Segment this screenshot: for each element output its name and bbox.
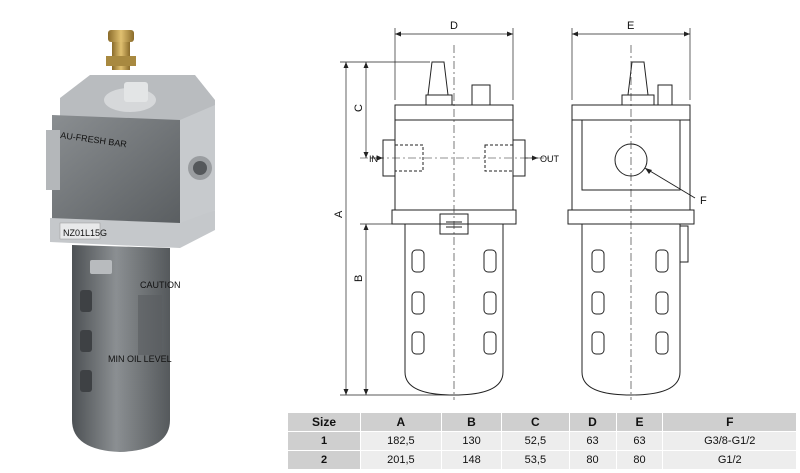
bowl: MIN OIL LEVEL CAUTION [72,245,181,452]
main-body: AU-FRESH BAR [46,105,215,225]
col-d-header: D [568,412,617,432]
col-c-header: C [501,412,570,432]
table-cell: 63 [568,431,617,451]
label-e: E [627,20,634,32]
label-f: F [700,195,707,207]
technical-drawing: D E A B C F IN OUT [333,20,707,400]
table-cell: 182,5 [360,431,442,451]
table-header-row: Size A B C D E F [287,412,797,432]
dimension-table: Size A B C D E F 1 182,5 130 52,5 63 63 … [287,412,797,470]
label-out: OUT [540,154,560,164]
dimension-lines [340,28,691,396]
warning-marking: CAUTION [140,280,181,290]
col-size-header: Size [287,412,361,432]
table-cell: 201,5 [360,450,442,470]
table-cell: 80 [568,450,617,470]
base-ring: NZ01L15G [50,210,215,248]
top-cap [60,75,215,125]
brass-fitting [106,30,136,70]
table-cell: 148 [440,450,503,470]
table-row: 1 182,5 130 52,5 63 63 G3/8-G1/2 [287,431,797,451]
table-cell: 52,5 [501,431,570,451]
col-e-header: E [615,412,664,432]
table-cell: 1 [287,431,361,451]
model-plate: NZ01L15G [63,228,107,238]
table-cell: 63 [615,431,664,451]
oil-level-marking: MIN OIL LEVEL [108,354,172,364]
side-view [567,45,696,400]
table-row: 2 201,5 148 53,5 80 80 G1/2 [287,450,797,470]
label-in: IN [369,154,378,164]
front-view [360,45,550,400]
table-cell: G1/2 [662,450,797,470]
label-d: D [450,20,458,32]
table-cell: 2 [287,450,361,470]
table-cell: 80 [615,450,664,470]
col-b-header: B [440,412,503,432]
col-f-header: F [662,412,797,432]
label-c: C [353,104,365,112]
label-b: B [353,275,365,282]
table-cell: 130 [440,431,503,451]
col-a-header: A [360,412,442,432]
product-photo: AU-FRESH BAR NZ01L15G MIN OIL LEVEL CAUT… [46,30,215,452]
table-cell: G3/8-G1/2 [662,431,797,451]
table-cell: 53,5 [501,450,570,470]
label-a: A [333,210,345,218]
dimension-arrows [343,31,690,395]
